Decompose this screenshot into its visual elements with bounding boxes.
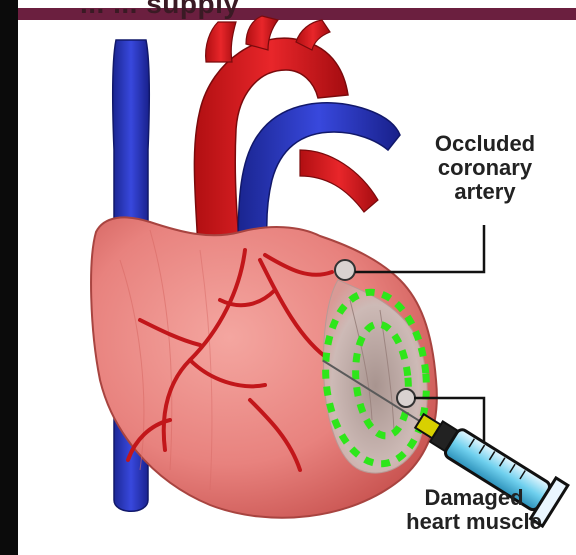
damaged-muscle-label: Damaged heart muscle: [372, 486, 576, 534]
pulmonary-artery: [300, 150, 378, 212]
occluded-artery-label: Occluded coronary artery: [410, 132, 560, 204]
